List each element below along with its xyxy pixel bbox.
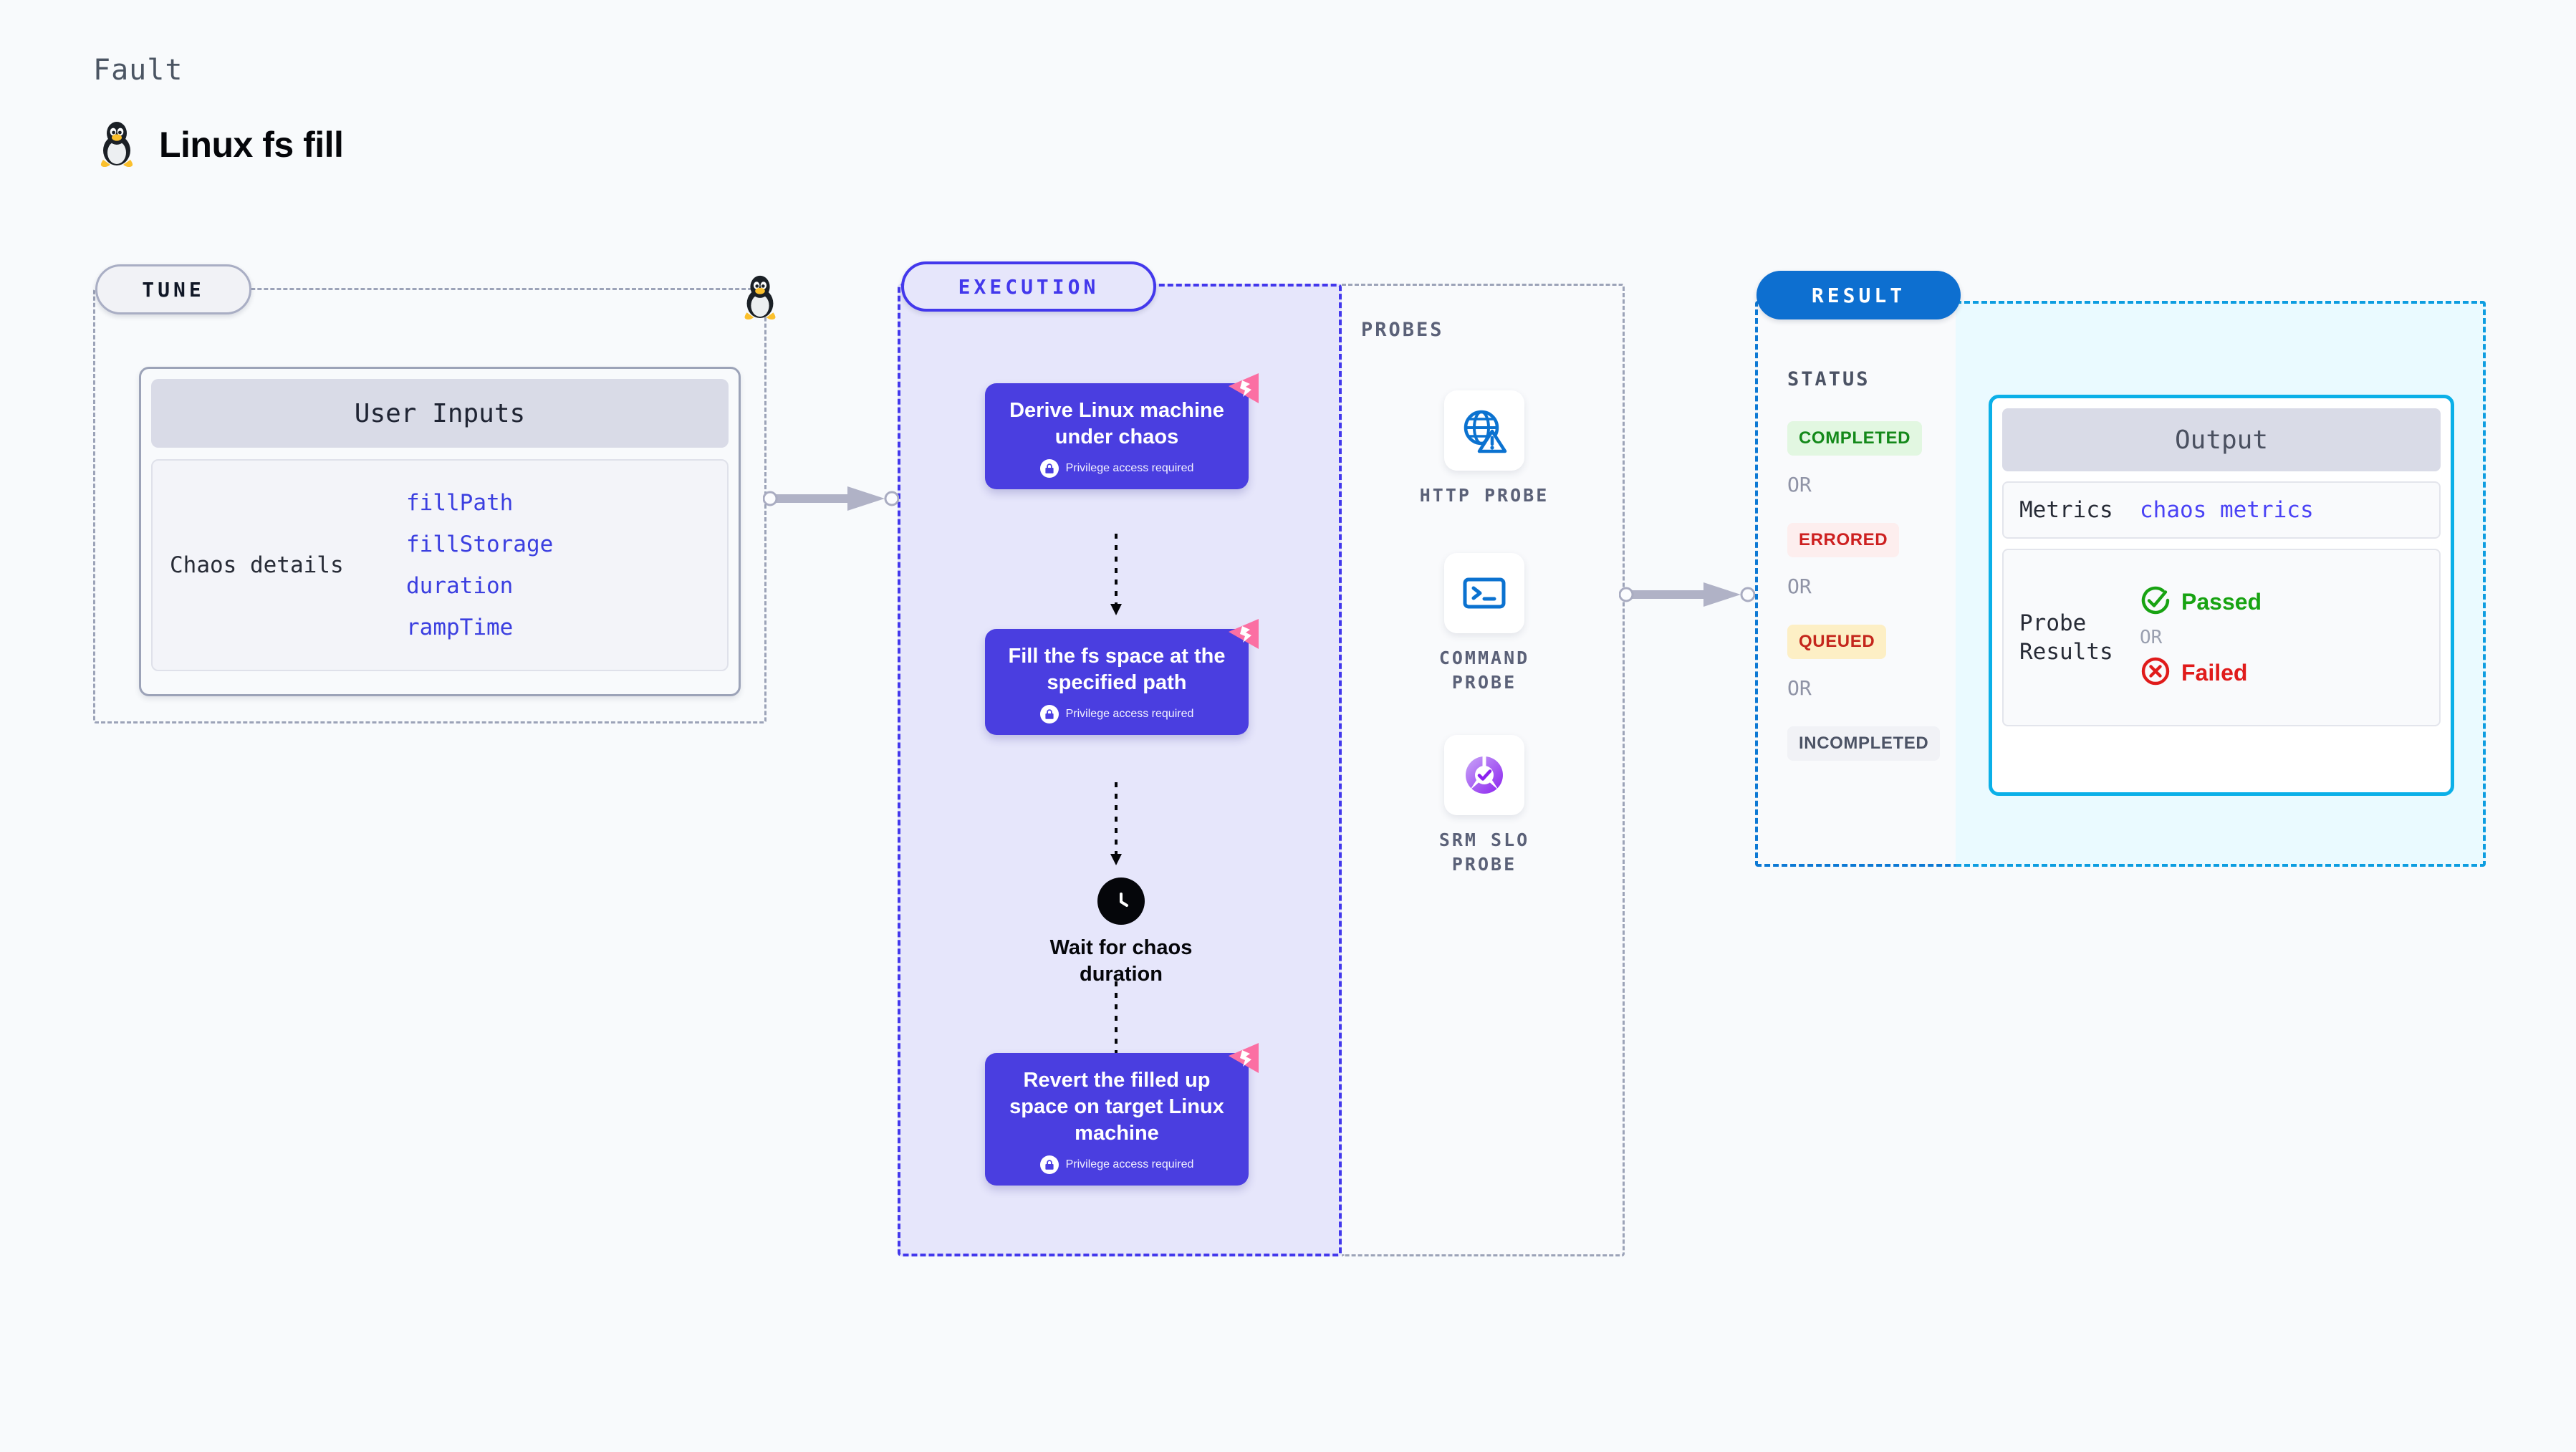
page-title: Linux fs fill bbox=[159, 124, 344, 165]
status-or-2: OR bbox=[1787, 574, 1812, 598]
probe-label: HTTP PROBE bbox=[1419, 485, 1549, 506]
probe-results-values: Passed OR Failed bbox=[2140, 585, 2262, 691]
privilege-note: Privilege access required bbox=[996, 705, 1237, 724]
metrics-key: Metrics bbox=[2019, 497, 2113, 523]
execution-node-wait: Wait for chaos duration bbox=[1024, 878, 1218, 988]
input-ramptime: rampTime bbox=[406, 615, 514, 640]
probes-title: PROBES bbox=[1361, 319, 1444, 341]
probe-results-key: Probe Results bbox=[2019, 610, 2113, 665]
execution-node-title: Revert the filled up space on target Lin… bbox=[1009, 1069, 1224, 1145]
lock-icon bbox=[1039, 459, 1059, 479]
status-badge-completed: COMPLETED bbox=[1787, 421, 1923, 456]
chaos-details-row: Chaos details fillPath fillStorage durat… bbox=[151, 459, 729, 671]
probe-http[interactable]: HTTP PROBE bbox=[1405, 390, 1563, 508]
status-badge-incompleted: INCOMPLETED bbox=[1787, 726, 1941, 761]
input-fillstorage: fillStorage bbox=[406, 532, 554, 557]
clock-icon bbox=[1097, 878, 1145, 925]
status-title: STATUS bbox=[1787, 368, 1870, 390]
result-stage-label: RESULT bbox=[1756, 271, 1961, 319]
page-eyebrow: Fault bbox=[93, 54, 183, 87]
chaos-flag-icon bbox=[1223, 613, 1264, 655]
wait-label: Wait for chaos duration bbox=[1049, 936, 1193, 986]
privilege-note-text: Privilege access required bbox=[1065, 462, 1194, 475]
input-fillpath: fillPath bbox=[406, 490, 514, 516]
execution-node-derive[interactable]: Derive Linux machine under chaos Privile… bbox=[985, 373, 1259, 490]
output-card: Output Metrics chaos metrics Probe Resul… bbox=[1989, 395, 2454, 796]
metrics-value: chaos metrics bbox=[2140, 497, 2314, 524]
connector-probes-to-result bbox=[1618, 580, 1756, 609]
terminal-icon bbox=[1444, 553, 1524, 633]
input-duration: duration bbox=[406, 573, 514, 599]
execution-stage-label: EXECUTION bbox=[901, 261, 1156, 312]
privilege-note-text: Privilege access required bbox=[1065, 708, 1194, 721]
flow-arrow-1 bbox=[1107, 534, 1125, 622]
probe-result-or: OR bbox=[2140, 627, 2163, 649]
failed-label: Failed bbox=[2181, 660, 2248, 686]
probe-label: SRM SLO PROBE bbox=[1438, 830, 1530, 875]
flow-arrow-2 bbox=[1107, 782, 1125, 872]
chaos-details-label: Chaos details bbox=[170, 552, 344, 578]
execution-node-title: Fill the fs space at the specified path bbox=[1008, 645, 1226, 695]
page-title-row: Linux fs fill bbox=[95, 118, 344, 170]
tune-stage-label: TUNE bbox=[95, 264, 251, 314]
x-circle-icon bbox=[2140, 655, 2171, 691]
tune-section bbox=[93, 288, 766, 723]
probe-result-passed: Passed bbox=[2140, 585, 2262, 620]
passed-label: Passed bbox=[2181, 589, 2262, 615]
probe-srm-slo[interactable]: SRM SLO PROBE bbox=[1405, 735, 1563, 877]
chaos-details-values: fillPath fillStorage duration rampTime bbox=[406, 490, 553, 640]
probe-label: COMMAND PROBE bbox=[1438, 648, 1530, 693]
execution-node-fill[interactable]: Fill the fs space at the specified path … bbox=[985, 619, 1259, 736]
connector-tune-to-execution bbox=[762, 484, 900, 513]
linux-penguin-icon bbox=[95, 118, 139, 170]
check-circle-icon bbox=[2140, 585, 2171, 620]
lock-icon bbox=[1039, 1155, 1059, 1175]
linux-target-icon bbox=[738, 272, 782, 323]
status-badge-errored: ERRORED bbox=[1787, 523, 1900, 557]
status-badge-queued: QUEUED bbox=[1787, 625, 1887, 659]
execution-node-revert[interactable]: Revert the filled up space on target Lin… bbox=[985, 1043, 1259, 1186]
probe-command[interactable]: COMMAND PROBE bbox=[1405, 553, 1563, 695]
output-title: Output bbox=[2002, 408, 2441, 471]
globe-warning-icon bbox=[1444, 390, 1524, 471]
slo-check-icon bbox=[1444, 735, 1524, 815]
chaos-flag-icon bbox=[1223, 1037, 1264, 1079]
privilege-note: Privilege access required bbox=[996, 1155, 1237, 1175]
output-row-probe-results: Probe Results Passed OR bbox=[2002, 549, 2441, 727]
user-inputs-title: User Inputs bbox=[151, 379, 729, 448]
privilege-note-text: Privilege access required bbox=[1065, 1158, 1194, 1171]
status-or-3: OR bbox=[1787, 676, 1812, 700]
lock-icon bbox=[1039, 705, 1059, 724]
status-or-1: OR bbox=[1787, 473, 1812, 496]
privilege-note: Privilege access required bbox=[996, 459, 1237, 479]
probe-result-failed: Failed bbox=[2140, 655, 2262, 691]
chaos-flag-icon bbox=[1223, 367, 1264, 409]
execution-node-title: Derive Linux machine under chaos bbox=[1009, 399, 1224, 449]
user-inputs-card: User Inputs Chaos details fillPath fillS… bbox=[139, 367, 741, 696]
output-row-metrics: Metrics chaos metrics bbox=[2002, 481, 2441, 539]
